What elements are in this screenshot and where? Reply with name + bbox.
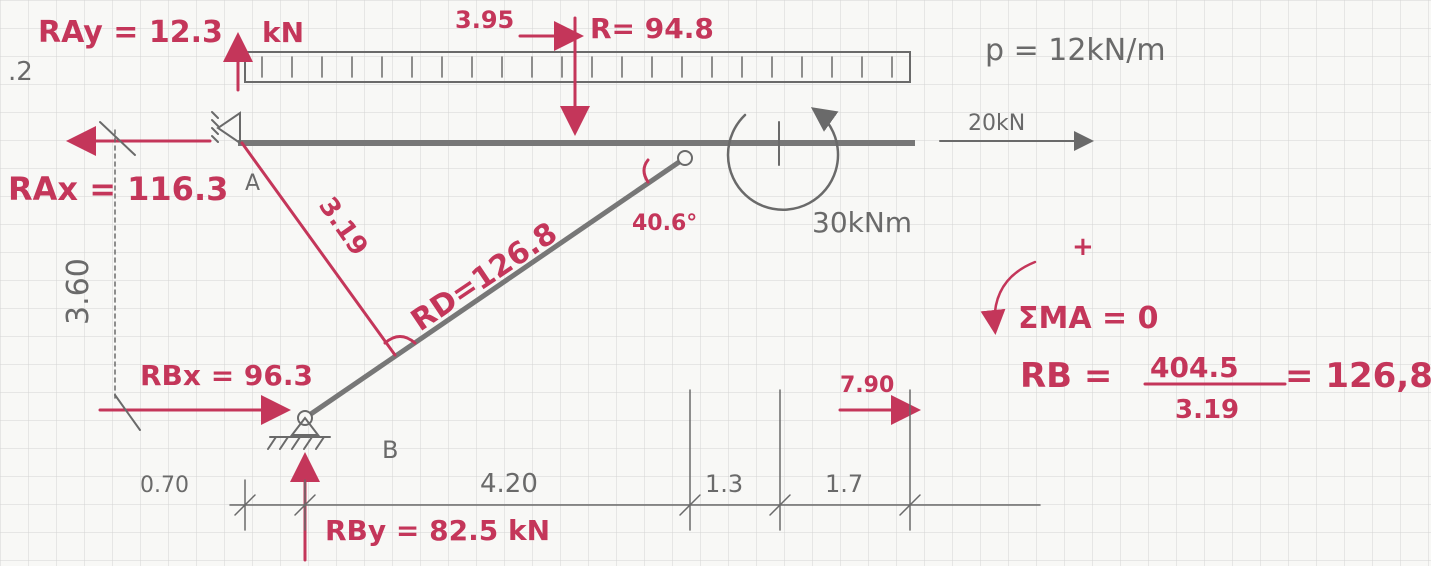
rb-lhs: RB = (1020, 356, 1112, 396)
height-label: 3.60 (61, 258, 96, 325)
sum-moment-arrow (980, 260, 1037, 335)
rby-label: RBy = 82.5 kN (325, 514, 550, 547)
ray-unit: kN (262, 16, 304, 49)
hinge-d (677, 150, 693, 166)
dim-13-label: 1.3 (705, 470, 743, 498)
distributed-load-band (244, 51, 911, 83)
dimension-lines (114, 129, 1041, 531)
rb-numerator: 404.5 (1150, 351, 1239, 384)
rbx-tick (114, 394, 141, 431)
h-force-label: 20kN (968, 111, 1025, 136)
rax-tick (99, 121, 136, 156)
offset-label: 3.95 (455, 6, 514, 34)
rax-label: RAx = 116.3 (8, 170, 228, 208)
strut-bd (303, 155, 687, 421)
resultant-label: R= 94.8 (590, 12, 714, 45)
force-790-label: 7.90 (840, 373, 894, 398)
rbx-label: RBx = 96.3 (140, 359, 313, 392)
member-ab-line (240, 141, 397, 357)
angle-arc (642, 158, 650, 184)
moment-symbol (726, 107, 840, 211)
node-a-label: A (245, 171, 260, 196)
ray-label: RAy = 12.3 (38, 15, 223, 50)
p-load-label: p = 12kN/m (985, 33, 1166, 68)
corner-mark: .2 (8, 57, 33, 87)
sum-plus: + (1072, 232, 1094, 262)
dim-17-label: 1.7 (825, 470, 863, 498)
rb-denominator: 3.19 (1175, 395, 1239, 425)
angle-label: 40.6° (632, 211, 697, 236)
dim-070-label: 0.70 (140, 473, 189, 498)
dim-420-label: 4.20 (480, 469, 538, 499)
pin-support-a (211, 111, 241, 145)
rb-result: = 126,8 (1285, 356, 1431, 396)
pin-support-b (267, 416, 331, 450)
right-angle-mark (383, 335, 417, 345)
sum-moments-label: ΣMA = 0 (1018, 301, 1158, 336)
moment-label: 30kNm (812, 206, 912, 239)
node-b-label: B (382, 436, 398, 464)
